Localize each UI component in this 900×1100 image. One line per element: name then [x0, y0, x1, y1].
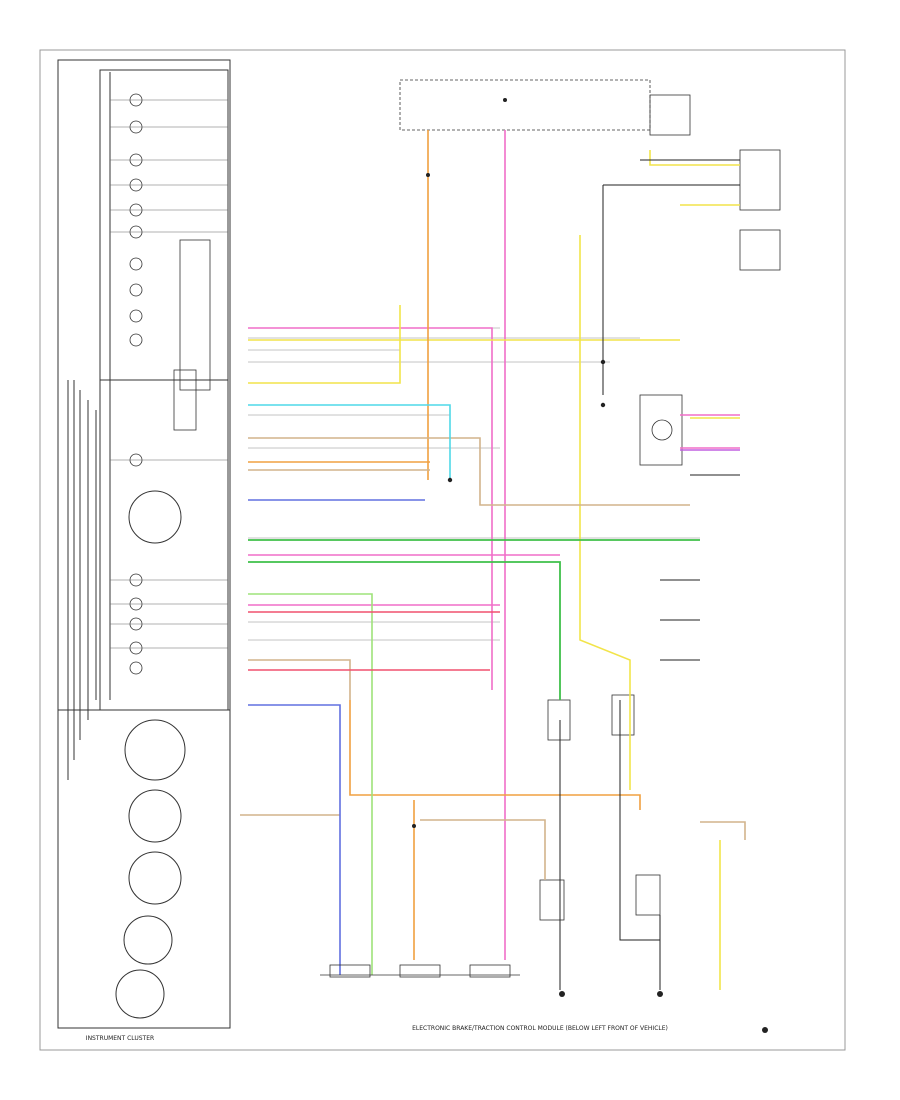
- fuse-block: [399, 79, 781, 921]
- wire-cyan: [248, 404, 451, 480]
- instrument-cluster-label: INSTRUMENT CLUSTER: [86, 1035, 154, 1042]
- wire-green: [248, 539, 700, 700]
- wire-red: [248, 611, 500, 671]
- diagram-frame: [39, 49, 846, 1051]
- wire-yellow: [248, 150, 740, 990]
- wire-orange: [248, 130, 641, 960]
- wire-pink: [248, 130, 740, 960]
- wire-junctions: [412, 98, 768, 1033]
- instrument-cluster: [57, 59, 231, 1029]
- cluster-indicator-lamps: [129, 93, 211, 675]
- bottom-caption: ELECTRONIC BRAKE/TRACTION CONTROL MODULE…: [412, 1025, 668, 1032]
- module-connector-pins: [248, 327, 700, 641]
- wire-tan: [240, 437, 746, 880]
- wire-black: [559, 159, 740, 990]
- bottom-connector-row: [320, 964, 520, 978]
- cluster-gauges: [115, 490, 186, 1019]
- wire-lightgreen: [248, 593, 373, 975]
- cluster-bus-lines: [110, 99, 228, 649]
- wire-blue: [248, 499, 425, 975]
